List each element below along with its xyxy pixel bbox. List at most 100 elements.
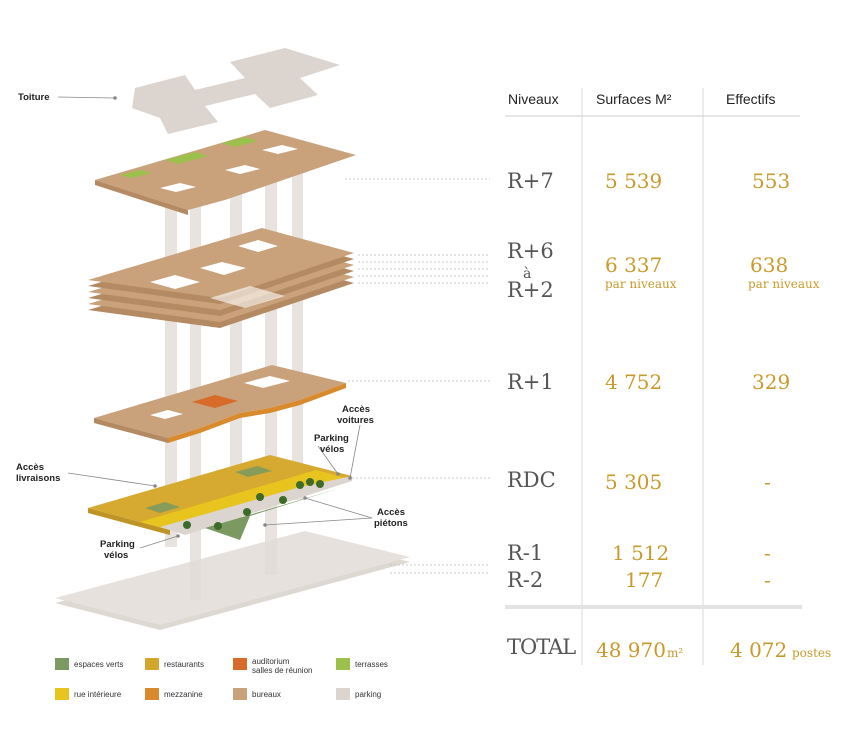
header-niveaux: Niveaux — [508, 91, 559, 107]
livraisons-leader — [67, 472, 156, 487]
row-r6-r2-surface: 6 337 — [605, 253, 662, 277]
callout-voitures-1: Accès — [342, 404, 370, 415]
row-r6-r2-niveau-bot: R+2 — [507, 278, 554, 302]
basement-slab-upper — [55, 531, 410, 625]
rdc-espaces-verts-3 — [235, 466, 272, 477]
floor-rdc — [88, 455, 352, 540]
voitures-leader — [349, 424, 361, 479]
row-r7-niveau: R+7 — [507, 169, 554, 193]
row-r-1-niveau: R-1 — [507, 541, 543, 565]
floor-stack-r2-r6 — [88, 228, 354, 328]
header-surfaces: Surfaces M² — [596, 91, 672, 107]
callout-velos-top-2: vélos — [320, 444, 344, 455]
legend-parking: parking — [355, 690, 381, 699]
callout-voitures-2: voitures — [337, 415, 374, 426]
callout-velos-bot-1: Parking — [100, 539, 135, 550]
floor-r1 — [94, 365, 346, 443]
floor-basement — [55, 531, 410, 630]
r7-void-1 — [160, 183, 196, 192]
r7-void-3 — [262, 145, 298, 154]
pietons-leader-2 — [264, 517, 373, 526]
legend-terrasses: terrasses — [355, 660, 388, 669]
callout-lines — [57, 96, 373, 549]
row-r6-r2-effectif-note: par niveaux — [748, 277, 820, 291]
floor-toiture — [132, 48, 340, 134]
row-r7-effectif: 553 — [752, 169, 790, 193]
header-effectifs: Effectifs — [726, 91, 776, 107]
row-r1-effectif: 329 — [752, 370, 790, 394]
callout-velos-top-1: Parking — [314, 433, 349, 444]
callout-toiture: Toiture — [18, 92, 50, 103]
legend-mezzanine: mezzanine — [164, 690, 203, 699]
legend-restaurants: restaurants — [164, 660, 204, 669]
legend-swatch-rue-interieure — [55, 688, 69, 700]
row-rdc-effectif: - — [764, 470, 771, 494]
stack-void-1 — [150, 275, 200, 289]
tree-4 — [256, 493, 264, 501]
table-total-rule — [505, 605, 802, 609]
stack-void-2 — [200, 262, 246, 275]
rdc-espaces-verts-1 — [205, 488, 340, 540]
legend-bureaux: bureaux — [252, 690, 281, 699]
rdc-parking-strip — [160, 476, 352, 535]
tree-6 — [296, 481, 304, 489]
r7-terrasse-1 — [120, 170, 152, 178]
legend-espaces-verts: espaces verts — [74, 660, 123, 669]
row-r1-niveau: R+1 — [507, 370, 554, 394]
r1-mezzanine-edge — [168, 383, 346, 443]
callout-pietons-2: piétons — [374, 518, 408, 529]
row-r6-r2-surface-note: par niveaux — [605, 277, 677, 291]
r1-edge-left — [94, 418, 168, 443]
total-surface: 48 970 — [596, 638, 666, 662]
r7-terrasse-3 — [222, 137, 258, 147]
tree-2 — [214, 522, 222, 530]
levels-table: Niveaux Surfaces M² Effectifs R+7 5 539 … — [505, 88, 831, 665]
callout-dots — [113, 96, 352, 538]
legend-auditorium-2: salles de réunion — [252, 666, 312, 675]
legend-rue-interieure: rue intérieure — [74, 690, 122, 699]
total-effectif-unit: postes — [792, 646, 831, 660]
legend-swatch-parking — [336, 688, 350, 700]
row-r-2-niveau: R-2 — [507, 568, 543, 592]
velos-bot-leader — [139, 535, 179, 549]
rdc-edge — [88, 508, 170, 535]
floor-r7 — [95, 130, 356, 215]
level-connectors — [345, 178, 490, 574]
legend-swatch-bureaux — [233, 688, 247, 700]
roof-slab — [132, 48, 340, 134]
tree-8 — [316, 480, 324, 488]
r1-auditorium — [192, 395, 238, 408]
rdc-slab — [88, 455, 352, 530]
r7-terrasse-2 — [165, 152, 208, 164]
velos-top-leader — [317, 445, 339, 475]
total-effectif: 4 072 — [730, 638, 787, 662]
row-r6-r2-niveau-mid: à — [523, 265, 531, 282]
row-r6-r2-effectif: 638 — [750, 253, 788, 277]
row-r-1-effectif: - — [764, 541, 771, 565]
callout-velos-bot-2: vélos — [104, 550, 128, 561]
legend-swatch-terrasses — [336, 658, 350, 670]
exploded-building — [55, 48, 410, 630]
callout-livraisons-1: Accès — [16, 462, 44, 473]
legend-swatch-auditorium — [233, 658, 247, 670]
row-r-1-surface: 1 512 — [612, 541, 669, 565]
legend-swatch-espaces-verts — [55, 658, 69, 670]
legend-swatch-restaurants — [145, 658, 159, 670]
r1-void-2 — [244, 376, 290, 388]
row-r-2-effectif: - — [764, 568, 771, 592]
legend-swatch-mezzanine — [145, 688, 159, 700]
r7-void-2 — [225, 165, 260, 174]
row-r-2-surface: 177 — [625, 568, 663, 592]
rdc-rue-interieure — [140, 470, 346, 530]
tree-5 — [279, 496, 287, 504]
row-r1-surface: 4 752 — [605, 370, 662, 394]
stack-void-4 — [210, 286, 285, 308]
row-r6-r2-niveau-top: R+6 — [507, 239, 554, 263]
row-rdc-niveau: RDC — [507, 468, 556, 492]
stack-void-3 — [238, 240, 278, 252]
tree-7 — [306, 478, 314, 486]
legend-auditorium-1: auditorium — [252, 657, 290, 666]
total-label: TOTAL — [507, 635, 576, 659]
